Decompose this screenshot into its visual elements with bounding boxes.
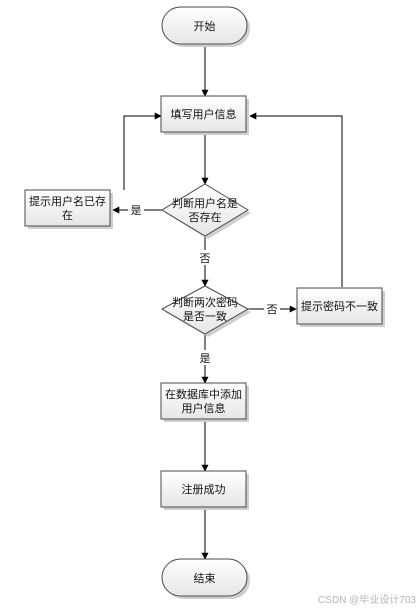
save-db-line: 用户信息: [182, 401, 226, 415]
fill-info-node: 填写用户信息: [160, 95, 249, 135]
edge-label-yes-match: 是: [200, 352, 211, 365]
end-label: 结束: [194, 572, 216, 585]
check-username-node: 判断用户名是否存在: [161, 183, 251, 239]
check-password-node: 判断两次密码是否一致: [160, 285, 251, 337]
end-node: 结束: [161, 558, 250, 599]
username-exists-line: 在: [62, 209, 73, 222]
save-db-line: 在数据库中添加: [165, 387, 242, 401]
save-db-label: 在数据库中添加用户信息: [165, 387, 242, 415]
watermark-text: CSDN @毕业设计703: [318, 593, 416, 606]
edge-password-mismatch-back: [249, 112, 343, 287]
save-db-node: 在数据库中添加用户信息: [160, 382, 249, 422]
password-mismatch-node: 提示密码不一致: [296, 287, 385, 327]
check-username-label: 判断用户名是否存在: [172, 196, 238, 224]
start-label: 开始: [194, 19, 216, 33]
password-mismatch-label: 提示密码不一致: [301, 299, 378, 313]
password-mismatch-line: 提示密码不一致: [301, 299, 378, 313]
username-exists-label: 提示用户名已存在: [29, 194, 106, 222]
check-username-line: 判断用户名是: [172, 196, 238, 210]
register-success-node: 注册成功: [160, 470, 249, 510]
edge-label-yes-exists: 是: [131, 204, 142, 217]
edge-username-exists-back: [123, 112, 162, 190]
edge-labels: 是 否 否 是: [128, 202, 280, 365]
fill-info-label: 填写用户信息: [171, 107, 237, 121]
fill-info-line: 填写用户信息: [171, 107, 237, 121]
edge-label-no-match: 否: [267, 303, 278, 316]
username-exists-node: 提示用户名已存在: [24, 189, 113, 229]
check-password-line: 判断两次密码: [172, 295, 238, 309]
register-success-label: 注册成功: [182, 482, 226, 496]
check-password-label: 判断两次密码是否一致: [172, 295, 238, 323]
register-success-line: 注册成功: [182, 482, 226, 496]
edge-label-no-exists: 否: [200, 252, 211, 265]
check-password-line: 是否一致: [183, 309, 227, 323]
username-exists-line: 提示用户名已存: [29, 194, 106, 208]
check-username-line: 否存在: [189, 210, 222, 224]
start-node: 开始: [161, 6, 250, 47]
